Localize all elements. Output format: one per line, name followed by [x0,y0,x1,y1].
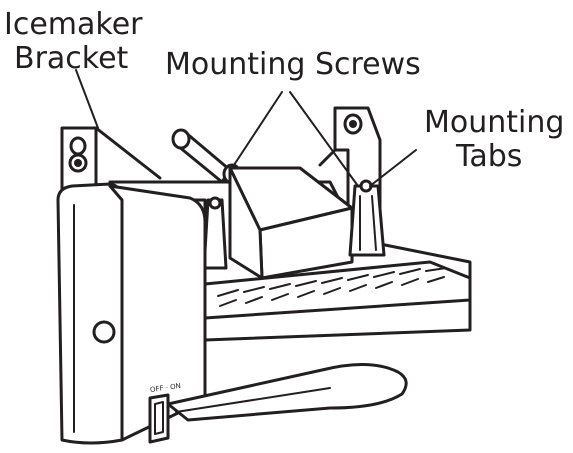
center-box [230,168,352,278]
mounting-tabs [350,181,384,255]
label-icemaker-bracket-line1: Icemaker [4,8,143,42]
label-mounting-tabs-line1: Mounting [424,106,564,140]
label-mounting-tabs-line2: Tabs [456,140,522,174]
label-icemaker-bracket-line2: Bracket [14,42,128,76]
on-off-switch [150,395,168,442]
label-mounting-screws: Mounting Screws [165,48,421,82]
left-tab [204,198,226,268]
